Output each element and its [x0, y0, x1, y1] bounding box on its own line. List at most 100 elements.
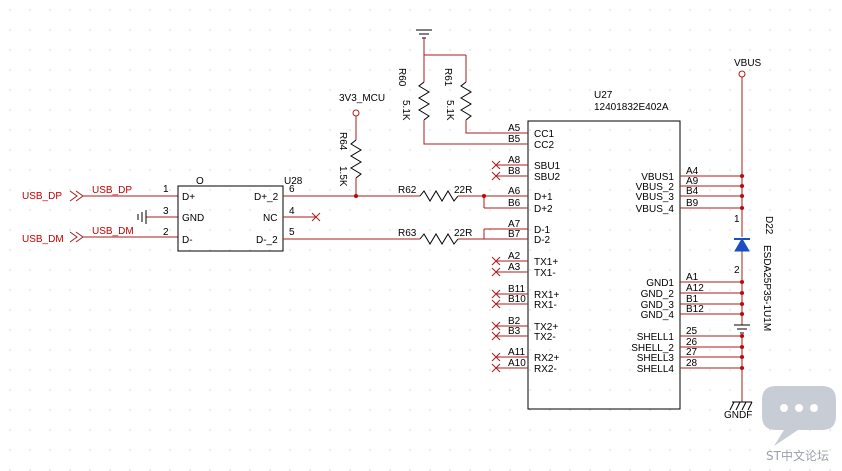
u27-pin-num: B7 [508, 229, 521, 240]
u28-chip[interactable]: O U28 1 3 2 D+ GND D- D+_2 NC D-_2 6 4 5 [163, 176, 303, 252]
u28-pin-name: D-_2 [256, 235, 278, 246]
u27-pin-name: D+1 [534, 192, 553, 203]
u28-pin-num: 6 [289, 184, 295, 195]
u27-part: 12401832E402A [594, 102, 669, 113]
u27-pin-num: A1 [686, 272, 699, 283]
u27-pin-name: RX2- [534, 364, 557, 375]
svg-text:R61: R61 [442, 68, 453, 87]
net-vbus: VBUS [734, 58, 762, 69]
u27-pin-name: CC1 [534, 129, 554, 140]
watermark-text: ST中文论坛 [766, 448, 829, 463]
u28-pin-name: D+ [182, 192, 195, 203]
u28-pin-name: D+_2 [254, 192, 279, 203]
u27-pin-A7: A7D-1 [496, 219, 551, 236]
u27-pin-name: SHELL4 [637, 364, 675, 375]
net-label-usb-dm: USB_DM [92, 226, 134, 237]
u27-pin-name: SBU1 [534, 161, 561, 172]
u27-pin-num: B12 [686, 304, 704, 315]
u27-ref: U27 [594, 90, 613, 101]
r62-resistor[interactable]: R62 22R [398, 185, 484, 202]
u28-pin-num: 4 [289, 206, 295, 217]
svg-text:USB_DP: USB_DP [22, 191, 62, 202]
u27-pin-num: B9 [686, 198, 699, 209]
u27-pin-name: SHELL1 [637, 332, 675, 343]
u27-pin-num: B3 [508, 326, 521, 337]
u27-pin-num: A4 [686, 166, 699, 177]
u27-pin-num: B2 [508, 316, 521, 327]
svg-text:R60: R60 [396, 68, 407, 87]
u28-pin-name: GND [182, 213, 204, 224]
u28-pin-num: 1 [163, 184, 169, 195]
u27-pin-num: B11 [508, 284, 525, 295]
u28-ref: U28 [284, 176, 303, 187]
u27-pin-name: VBUS_2 [636, 182, 675, 193]
ground-symbol-gnd [734, 324, 750, 334]
no-connect-mark [311, 212, 321, 222]
svg-text:22R: 22R [454, 185, 472, 196]
u27-pin-name: VBUS_3 [636, 192, 675, 203]
u27-pin-num: A2 [508, 251, 521, 262]
u27-pin-num: 26 [686, 337, 698, 348]
u27-connector[interactable]: U27 12401832E402A [527, 90, 681, 410]
r60-resistor[interactable]: R60 5.1K [396, 55, 528, 145]
u28-pin-num: 5 [289, 227, 295, 238]
u27-pin-name: SHELL_2 [631, 343, 674, 354]
u27-pin-name: TX1- [534, 268, 556, 279]
net-label-usb-dp: USB_DP [92, 185, 132, 196]
u27-pin-name: VBUS_4 [636, 204, 675, 215]
svg-text:R64: R64 [337, 132, 348, 151]
u28-pin-name: NC [263, 213, 277, 224]
watermark-logo: ST中文论坛 [762, 386, 836, 463]
net-gndf: GNDF [724, 410, 752, 421]
svg-text:1.5K: 1.5K [337, 166, 348, 187]
u27-pin-name: GND_4 [641, 310, 675, 321]
u27-pin-num: B10 [508, 294, 526, 305]
svg-text:22R: 22R [454, 228, 472, 239]
svg-text:1: 1 [734, 214, 740, 225]
u27-pin-name: GND_2 [641, 289, 675, 300]
u27-pin-num: B1 [686, 294, 699, 305]
d22-tvs-diode[interactable]: 1 2 D22 ESDA25P35-1U1M [734, 208, 774, 331]
u27-pin-A6: A6D+1 [496, 186, 553, 203]
net-3v3-mcu: 3V3_MCU [339, 93, 385, 104]
u27-pin-num: A8 [508, 155, 521, 166]
u27-pin-num: A7 [508, 219, 521, 230]
junction-dot [482, 194, 486, 198]
svg-text:R62: R62 [398, 185, 417, 196]
u27-pin-num: B4 [686, 186, 699, 197]
u27-pin-name: SHELL3 [637, 353, 675, 364]
svg-text:ESDA25P35-1U1M: ESDA25P35-1U1M [761, 245, 772, 331]
u27-pin-name: SBU2 [534, 172, 561, 183]
u27-pin-num: A11 [508, 347, 525, 358]
u27-pin-num: 25 [686, 326, 698, 337]
u27-pin-name: TX2- [534, 332, 556, 343]
u28-pin-num: 2 [163, 227, 169, 238]
u27-pin-B6: B6D+2 [496, 198, 553, 215]
u27-pin-num: 28 [686, 358, 698, 369]
u27-pin-name: D+2 [534, 204, 553, 215]
u27-pin-num: B8 [508, 166, 521, 177]
u27-pin-num: A9 [686, 176, 699, 187]
vbus-rail: VBUS [734, 58, 762, 208]
u27-pin-num: A5 [508, 123, 521, 134]
r64-resistor[interactable]: 3V3_MCU R64 1.5K [337, 93, 385, 196]
svg-text:USB_DM: USB_DM [22, 234, 64, 245]
r63-resistor[interactable]: R63 22R [398, 228, 484, 245]
u27-pin-num: B6 [508, 198, 521, 209]
u28-top-label: O [196, 176, 204, 187]
u27-pin-num: A3 [508, 262, 521, 273]
u27-pin-name: GND_3 [641, 300, 675, 311]
